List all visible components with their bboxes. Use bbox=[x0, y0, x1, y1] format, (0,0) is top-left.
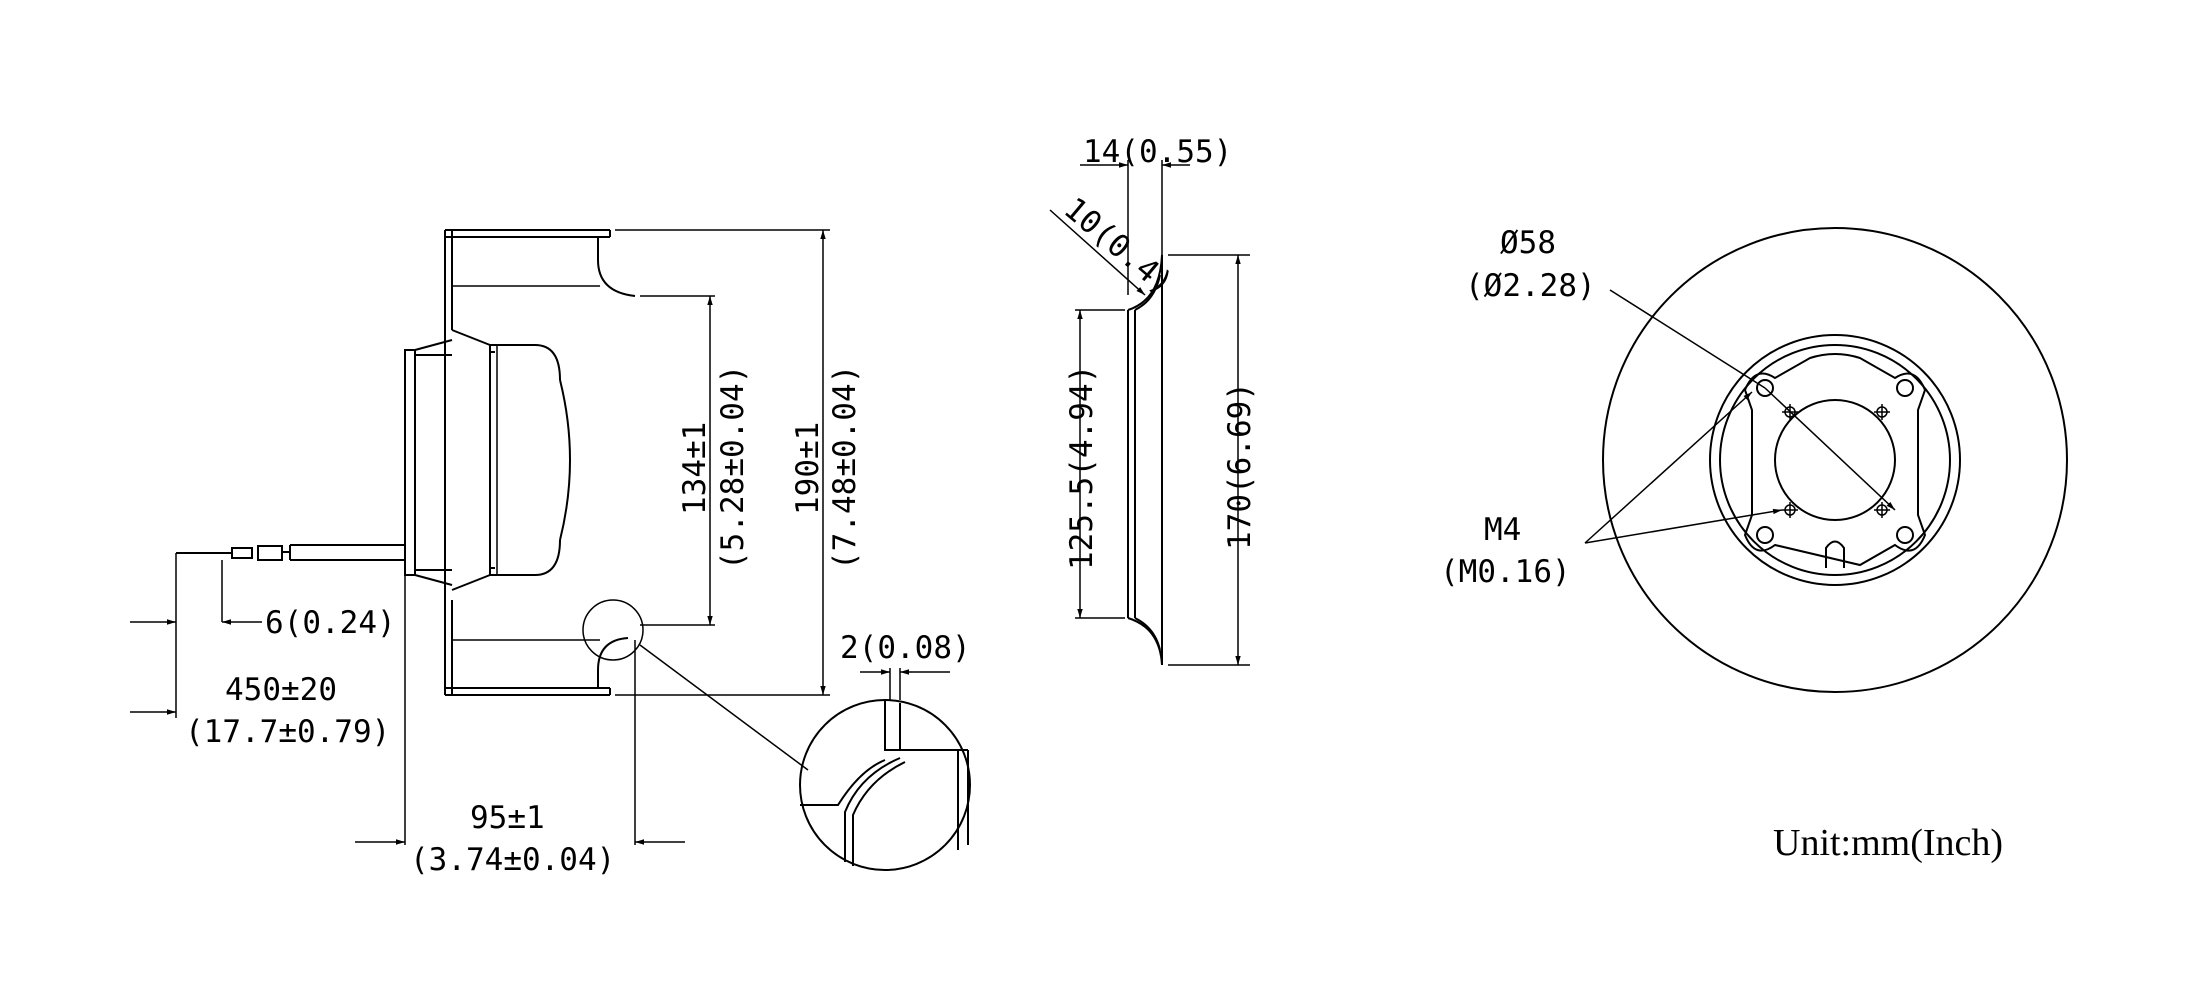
overall-height-dim: 190±1 bbox=[790, 422, 826, 515]
ring-inner-dia-dim: 125.5(4.94) bbox=[1064, 365, 1100, 570]
depth-dim: 95±1 bbox=[470, 800, 545, 836]
wire-length-dim: 450±20 bbox=[225, 672, 337, 708]
front-view: Ø58 (Ø2.28) M4 (M0.16) bbox=[1440, 225, 2068, 693]
wire-strip-dim: 6(0.24) bbox=[265, 605, 396, 641]
ring-width-dim: 14(0.55) bbox=[1083, 134, 1232, 170]
screw-size-in-label: (M0.16) bbox=[1440, 554, 1571, 590]
mounting-hole bbox=[1756, 379, 1774, 397]
inlet-outer-ring bbox=[1709, 334, 1961, 586]
mounting-hole bbox=[1896, 379, 1914, 397]
detail-callout-circle bbox=[582, 599, 644, 661]
inlet-ring-view: 14(0.55) 10(0.4) 125.5(4.94) 170(6.69) bbox=[1049, 134, 1258, 666]
inlet-height-dim: 134±1 bbox=[677, 422, 713, 515]
detail-gap-dim: 2(0.08) bbox=[840, 630, 971, 666]
mounting-hole bbox=[1756, 526, 1774, 544]
side-view: 6(0.24) 450±20 (17.7±0.79) 95±1 (3.74±0.… bbox=[130, 229, 971, 878]
overall-height-in-dim: (7.48±0.04) bbox=[827, 365, 863, 570]
impeller-outline bbox=[1602, 227, 2068, 693]
hub-bore bbox=[1774, 399, 1896, 521]
hub-dia-dim: Ø58 bbox=[1500, 225, 1556, 261]
unit-note: Unit:mm(Inch) bbox=[1773, 822, 2003, 864]
depth-in-dim: (3.74±0.04) bbox=[410, 842, 615, 878]
wire-length-in-dim: (17.7±0.79) bbox=[185, 714, 390, 750]
mounting-hole bbox=[1896, 526, 1914, 544]
inlet-inner-ring bbox=[1719, 344, 1951, 576]
hub-dia-in-dim: (Ø2.28) bbox=[1465, 268, 1596, 304]
ring-outer-dia-dim: 170(6.69) bbox=[1222, 382, 1258, 550]
inlet-height-in-dim: (5.28±0.04) bbox=[715, 365, 751, 570]
screw-size-label: M4 bbox=[1484, 512, 1521, 548]
